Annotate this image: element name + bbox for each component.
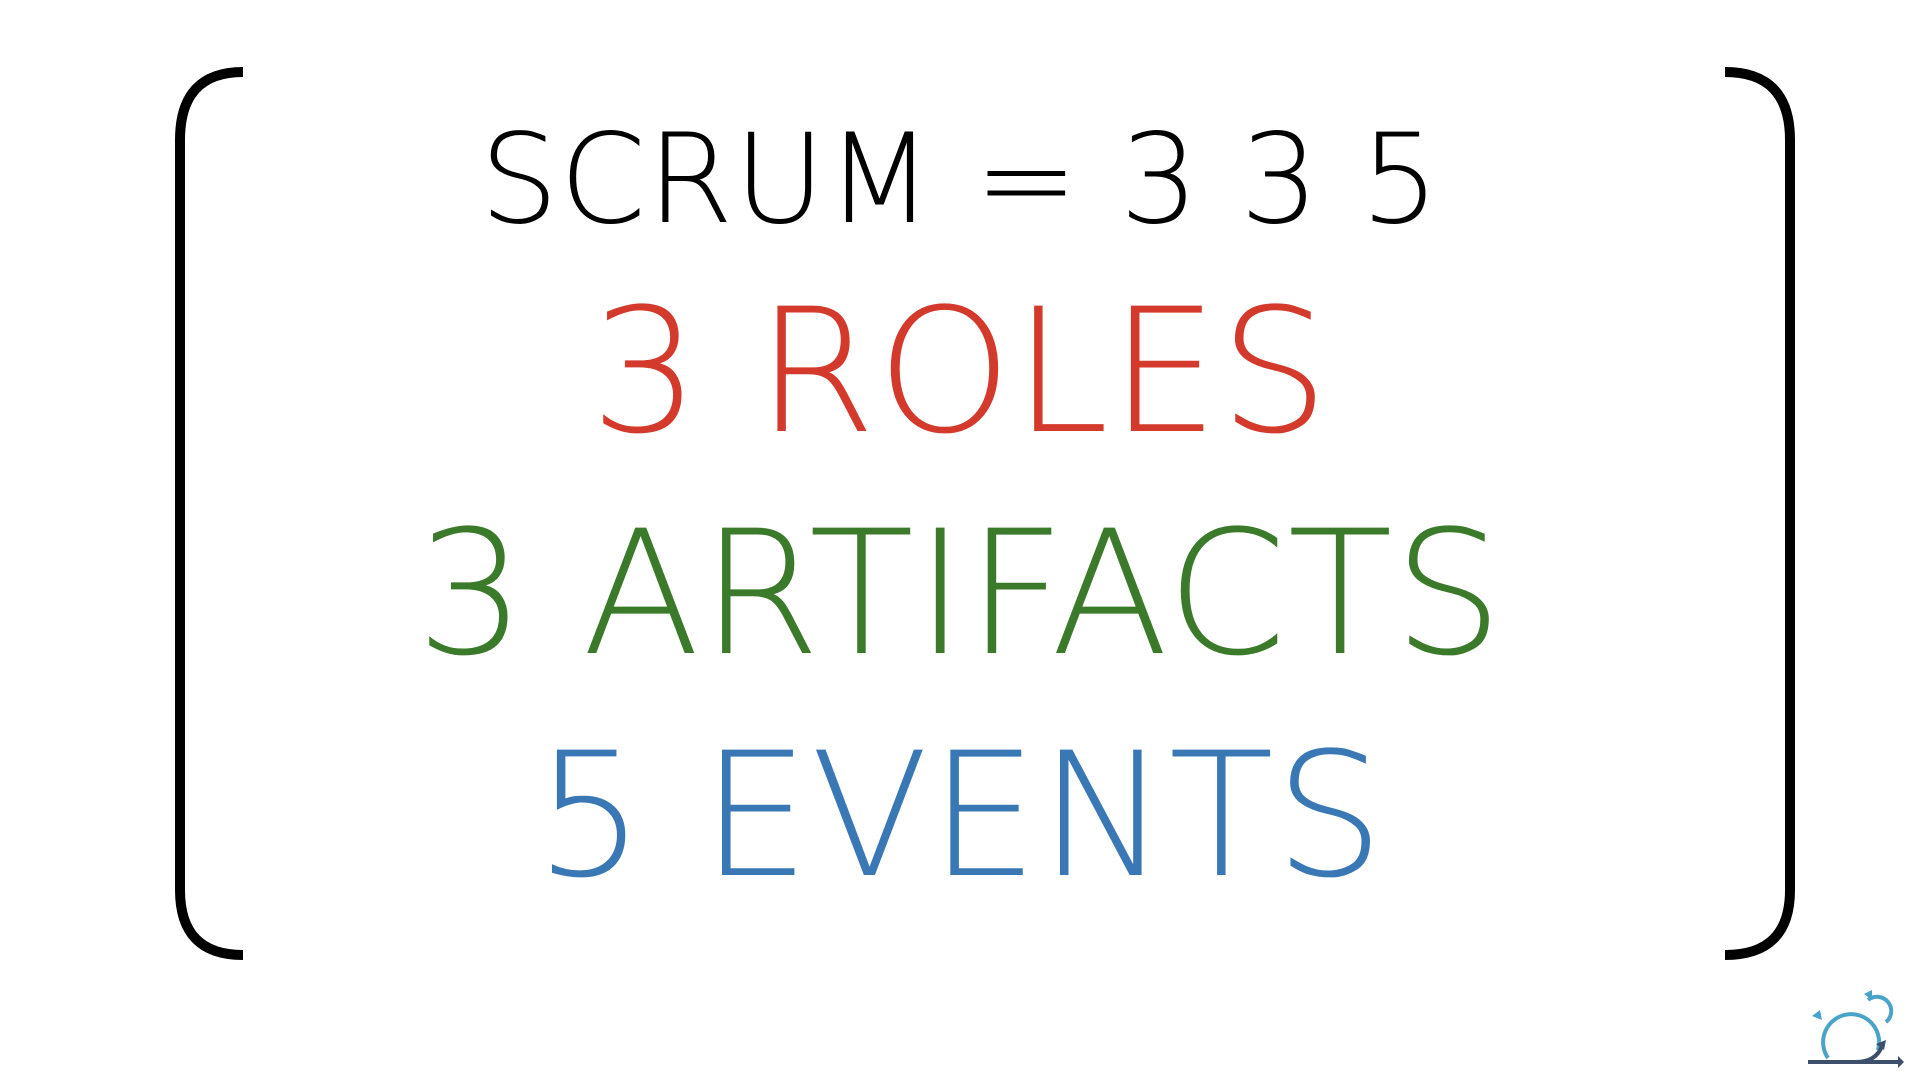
scrum-cycle-icon	[1808, 990, 1904, 1068]
right-bracket	[1724, 67, 1795, 960]
left-bracket	[175, 67, 244, 960]
events-line: 5 EVENTS	[534, 715, 1386, 916]
roles-line: 3 ROLES	[590, 271, 1330, 472]
slide-title: SCRUM = 3 3 5	[479, 108, 1441, 252]
artifacts-line: 3 ARTIFACTS	[416, 493, 1504, 694]
